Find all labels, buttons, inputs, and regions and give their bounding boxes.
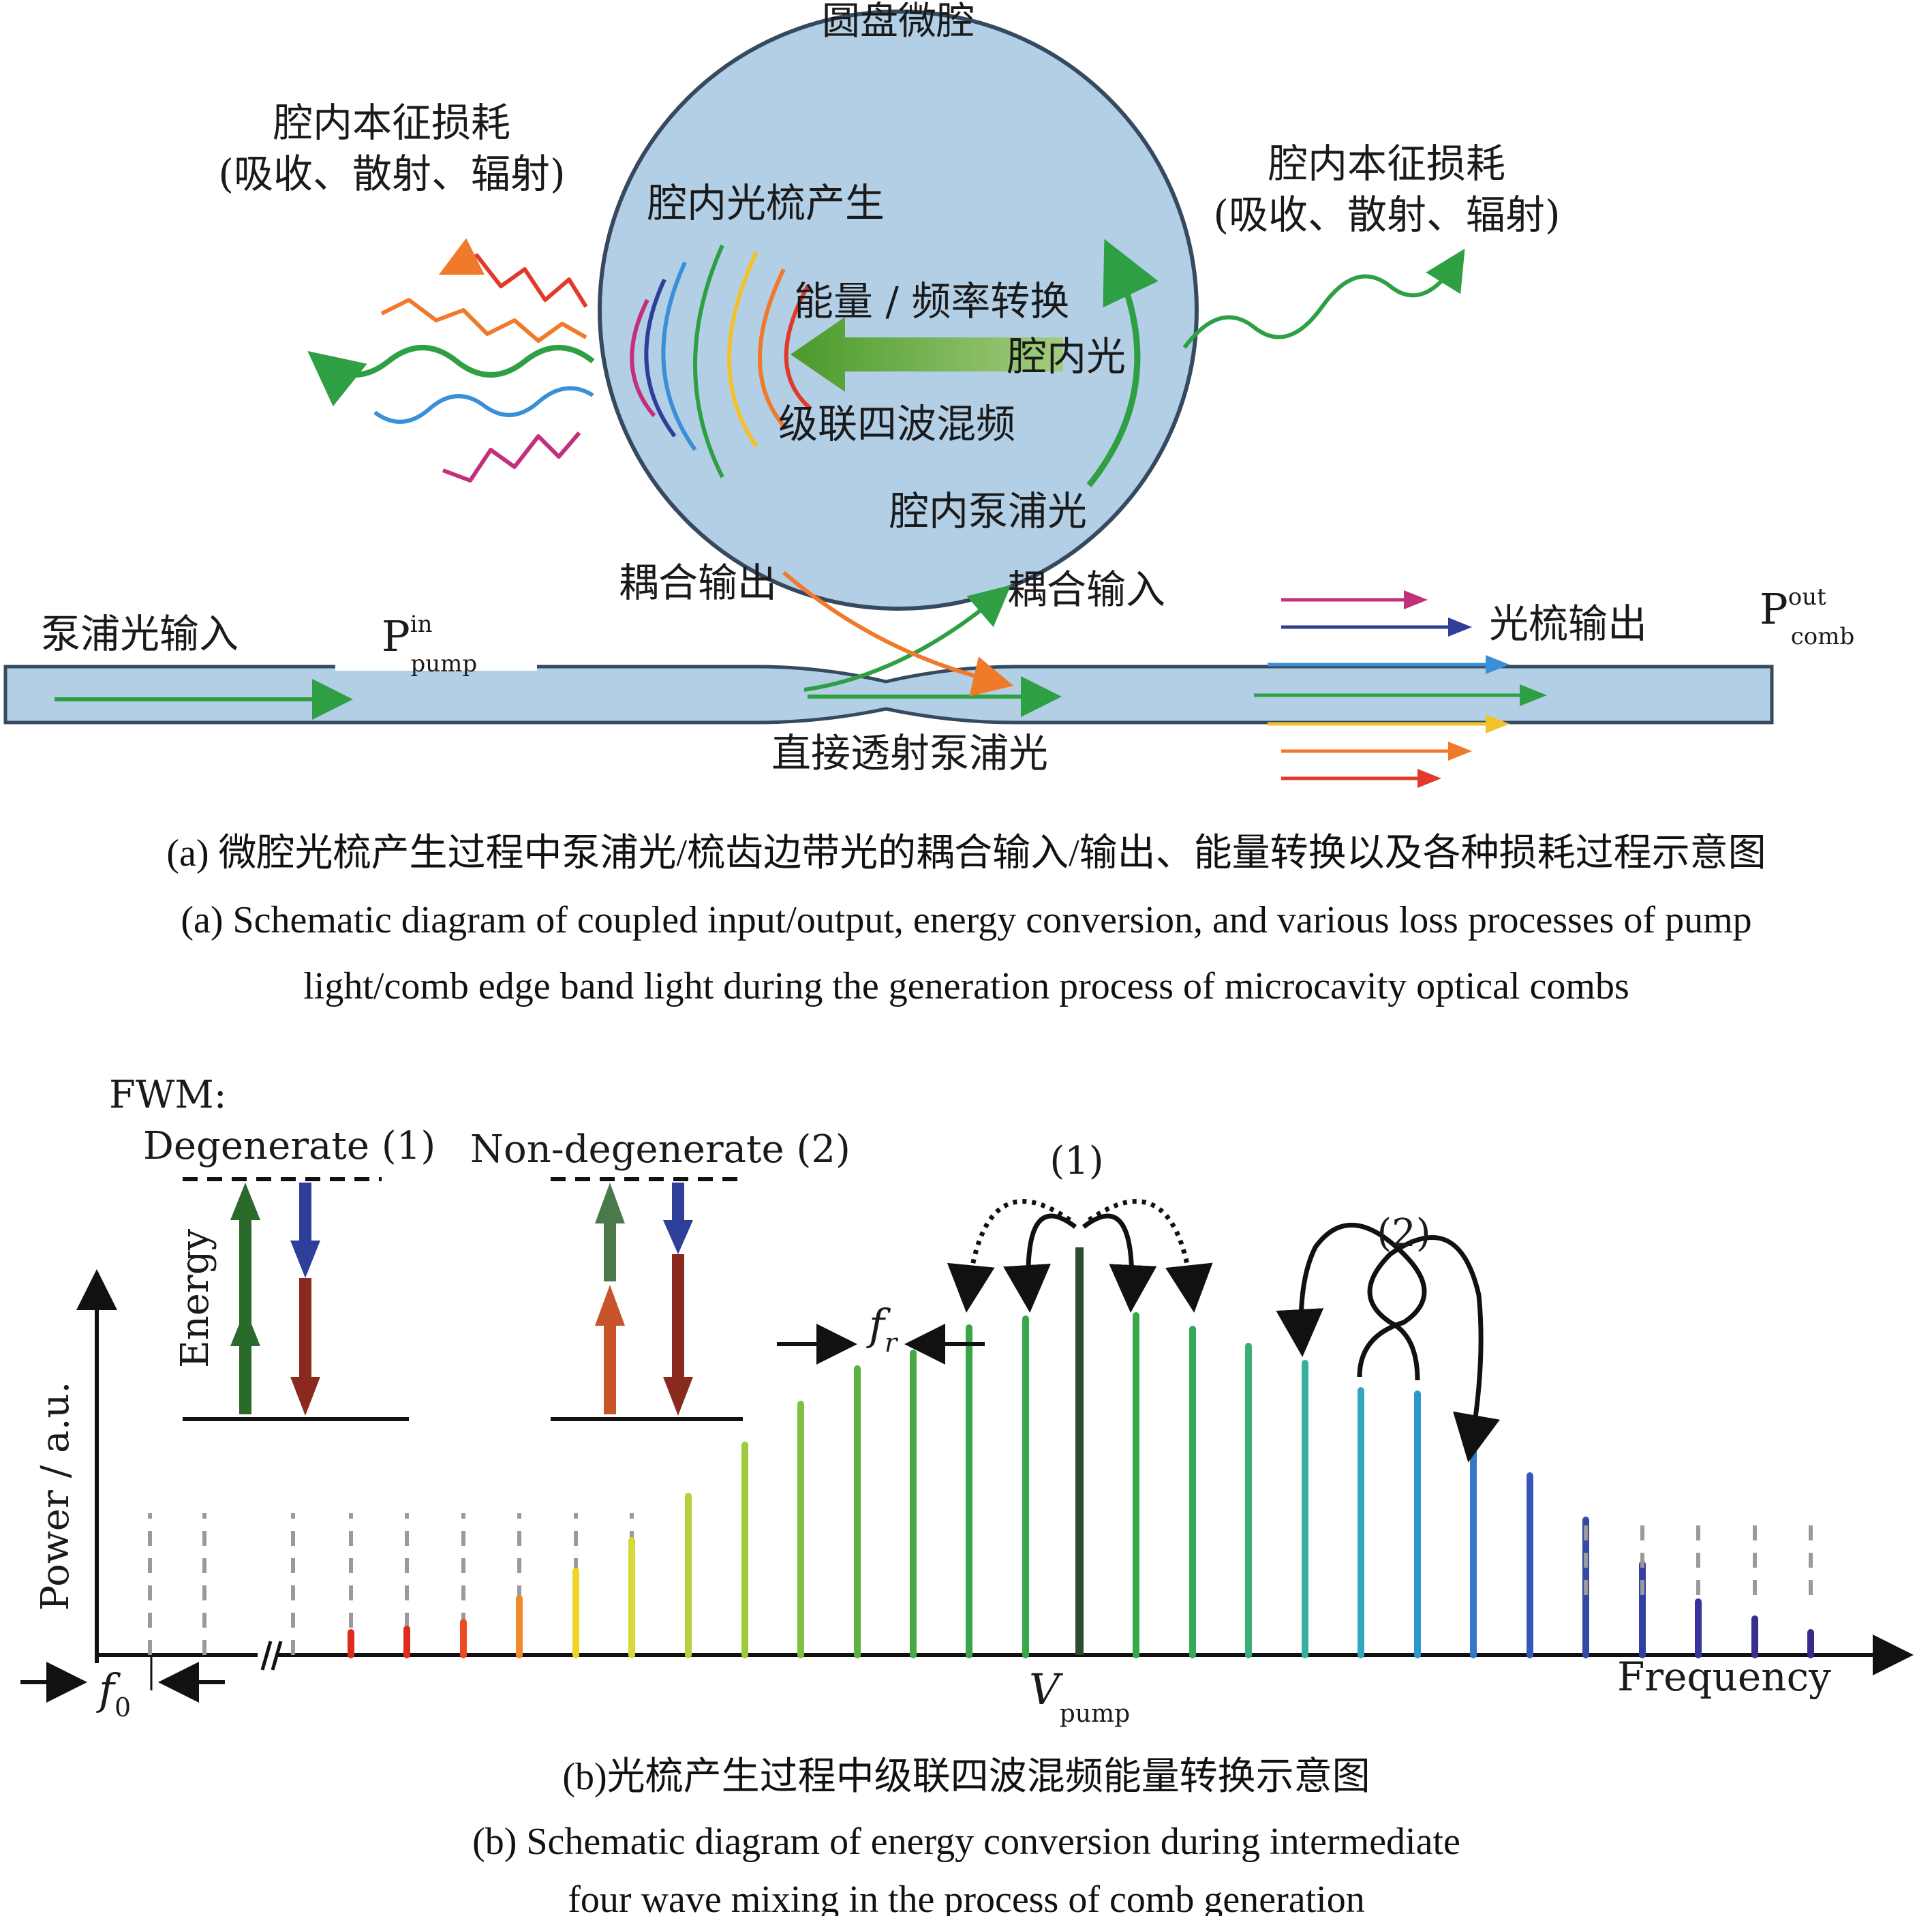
nondegenerate-label: Non-degenerate (2)	[470, 1127, 850, 1172]
waveguide-gap	[335, 663, 537, 671]
coupling-out-arrow	[782, 571, 1014, 697]
comb-output-label: 光梳输出	[1489, 600, 1647, 647]
caption-a-cn: (a) 微腔光梳产生过程中泵浦光/梳齿边带光的耦合输入/输出、能量转换以及各种损…	[166, 832, 1766, 875]
pump-input-label: 泵浦光输入	[41, 611, 239, 657]
panel-b: FWM: Degenerate (1) Non-degenerate (2) E…	[20, 1073, 1914, 1916]
degenerate-label: Degenerate (1)	[143, 1124, 435, 1168]
left-loss-waves	[307, 238, 595, 483]
cascaded-fwm-arcs	[630, 244, 812, 478]
intracavity-light-label: 腔内光	[1007, 333, 1126, 380]
coupling-in-arrow	[803, 585, 1011, 692]
axis-break	[258, 1641, 283, 1671]
comb-lines	[148, 1312, 1814, 1658]
caption-a-en-2: light/comb edge band light during the ge…	[303, 965, 1629, 1007]
loss-right-line1: 腔内本征损耗	[1268, 140, 1505, 187]
coupling-in-label: 耦合输入	[1007, 566, 1165, 613]
disk-microcavity	[598, 10, 1199, 611]
caption-b-en-1: (b) Schematic diagram of energy conversi…	[472, 1821, 1460, 1863]
intracavity-pump-arc	[1086, 239, 1159, 487]
caption-b-cn: (b)光梳产生过程中级联四波混频能量转换示意图	[562, 1756, 1370, 1798]
coupling-out-label: 耦合输出	[619, 560, 777, 606]
f0-markers	[20, 1656, 225, 1703]
energy-axis-label: Energy	[173, 1228, 217, 1368]
degenerate-arcs	[947, 1199, 1213, 1313]
comb-output-arrows	[1254, 590, 1547, 788]
direct-transmission-label: 直接透射泵浦光	[771, 730, 1048, 776]
fr-label: fr	[866, 1300, 899, 1358]
x-axis-label: Frequency	[1617, 1654, 1831, 1700]
y-axis-label: Power / a.u.	[33, 1382, 78, 1611]
comb-generation-label: 腔内光梳产生	[647, 180, 885, 226]
caption-a-en-1: (a) Schematic diagram of coupled input/o…	[181, 899, 1751, 941]
cascaded-fwm-label: 级联四波混频	[778, 401, 1015, 447]
energy-conversion-label: 能量 / 频率转换	[794, 278, 1069, 324]
label-1: (1)	[1049, 1139, 1103, 1183]
energy-level-diagrams	[183, 1177, 743, 1421]
caption-b-en-2: four wave mixing in the process of comb …	[568, 1879, 1364, 1916]
energy-conversion-arrow	[791, 317, 1063, 392]
loss-left-line2: (吸收、散射、辐射)	[218, 151, 565, 197]
right-loss-wave	[1182, 248, 1465, 349]
disk-title: 圆盘微腔	[822, 0, 975, 44]
intracavity-pump-label: 腔内泵浦光	[889, 488, 1087, 534]
nondegenerate-arcs	[1276, 1223, 1500, 1463]
fwm-label: FWM:	[109, 1073, 227, 1117]
loss-left-line1: 腔内本征损耗	[273, 100, 510, 146]
f0-label: f0	[96, 1664, 131, 1722]
label-2: (2)	[1377, 1211, 1430, 1256]
panel-a: 圆盘微腔	[3, 0, 1854, 1007]
loss-right-line2: (吸收、散射、辐射)	[1213, 192, 1560, 238]
vpump-label: Vpump	[1029, 1664, 1130, 1728]
